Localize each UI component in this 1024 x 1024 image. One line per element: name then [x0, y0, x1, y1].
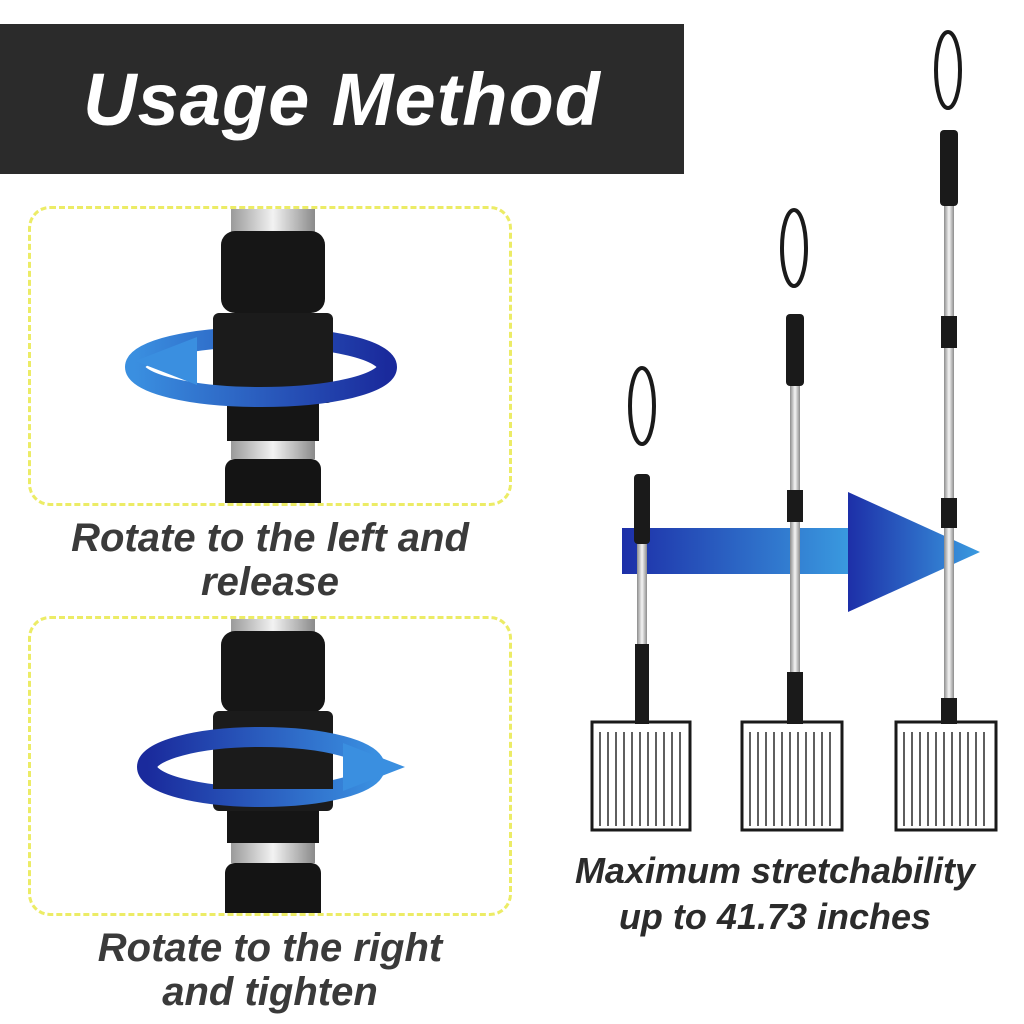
step-1-caption: Rotate to the left and release [20, 516, 520, 604]
rotate-right-illustration [137, 619, 405, 913]
step-2-panel [28, 616, 512, 916]
step-1-caption-line-1: Rotate to the left and [71, 516, 469, 560]
page-title: Usage Method [83, 57, 601, 141]
extend-arrow-icon [622, 492, 980, 612]
rotate-left-illustration [125, 209, 397, 503]
extension-illustration [590, 30, 998, 832]
scoop-short [590, 366, 692, 832]
step-2-caption: Rotate to the right and tighten [20, 926, 520, 1014]
stretch-caption-line-1: Maximum stretchability [574, 850, 976, 891]
stretch-caption-line-2: up to 41.73 inches [618, 896, 932, 937]
title-banner: Usage Method [0, 24, 684, 174]
step-1-panel [28, 206, 512, 506]
step-1-caption-line-2: release [201, 560, 339, 604]
step-2-caption-line-2: and tighten [162, 970, 378, 1014]
stretch-caption: Maximum stretchability up to 41.73 inche… [540, 848, 1010, 940]
scoop-long [894, 30, 998, 832]
step-2-caption-line-1: Rotate to the right [97, 926, 443, 970]
scoop-medium [740, 208, 844, 832]
